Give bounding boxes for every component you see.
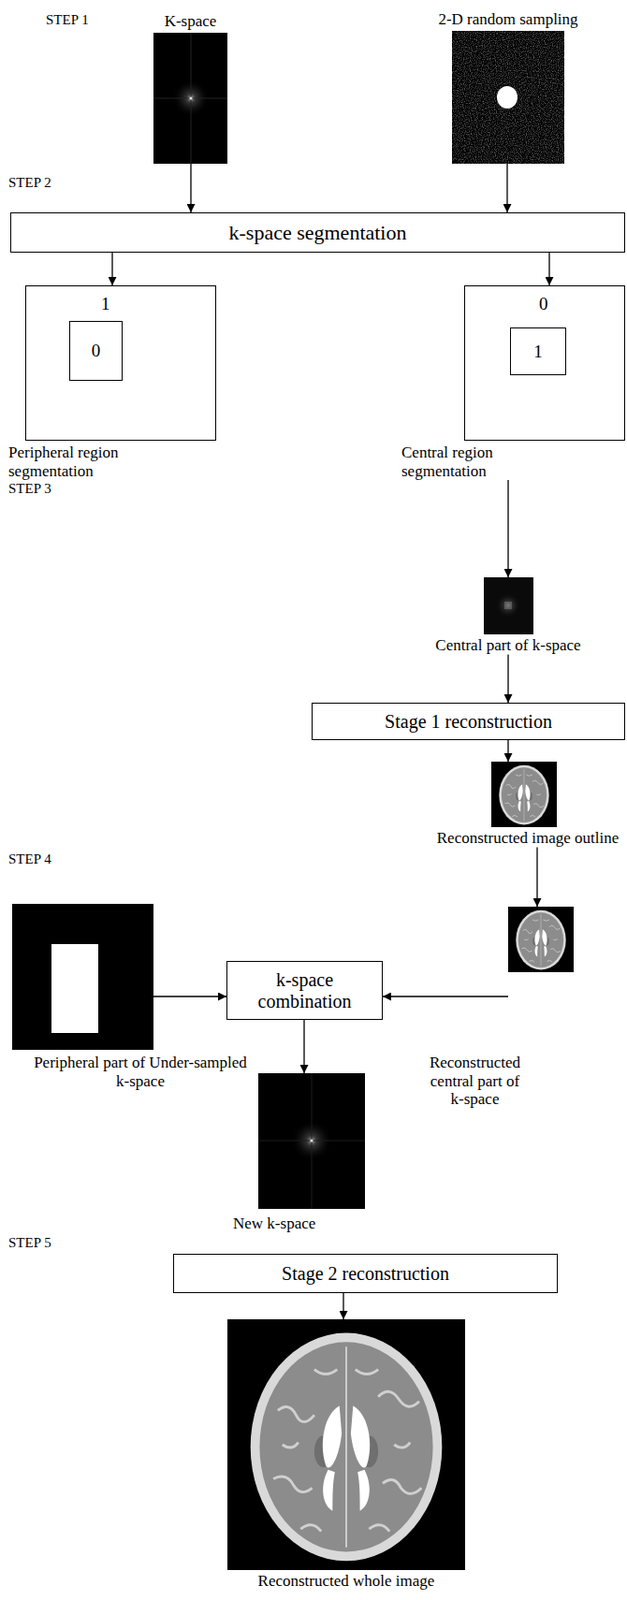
box-label: Stage 2 reconstruction: [281, 1263, 450, 1285]
flow-arrow: [507, 740, 509, 762]
undersampled-periphery-picture: [12, 904, 154, 1050]
sampling-mask-picture: [452, 30, 565, 164]
box-outline: k-space combination: [226, 961, 383, 1021]
image-frame: [258, 1073, 365, 1210]
box-label: k-space combination: [244, 969, 366, 1013]
mask-region-box: 0: [69, 320, 123, 381]
flow-arrow: [507, 480, 509, 578]
image-frame: [153, 32, 228, 164]
flow-arrow: [507, 655, 509, 703]
mask-region-box: 1: [510, 327, 567, 376]
process-box: k-space combination: [226, 961, 383, 1021]
mask-value: 1: [101, 293, 111, 315]
kspace-image: Central part of k-space: [483, 577, 534, 656]
kspace-image: New k-space: [258, 1073, 365, 1234]
caption: Peripheral region segmentation: [8, 443, 149, 481]
flow-arrow: [548, 252, 550, 286]
flow-arrow: [342, 1293, 344, 1320]
box-outline: 1: [510, 327, 567, 376]
label-slot: STEP 2: [8, 174, 52, 191]
mask-value: 0: [539, 293, 549, 315]
box-outline: Stage 1 reconstruction: [311, 702, 626, 741]
box-label: 0: [91, 340, 102, 362]
kspace-picture: [258, 1073, 365, 1210]
brain-picture: [491, 761, 557, 828]
flow-arrow: [536, 847, 538, 907]
caption: Peripheral part of Under-sampled k-space: [28, 1053, 253, 1091]
brain-image: Reconstructed image outline: [491, 761, 557, 848]
image-frame: [12, 904, 154, 1050]
image-frame: [483, 577, 534, 635]
process-box: k-space segmentation: [10, 212, 626, 253]
caption: Central part of k-space: [419, 636, 598, 656]
central-kspace-picture: [483, 577, 534, 635]
flow-arrow: [111, 252, 113, 286]
brain-picture: [227, 1319, 466, 1571]
flow-arrow: [382, 995, 509, 997]
flow-arrow: [303, 1020, 305, 1074]
box-label: 1: [533, 341, 543, 363]
box-outline: Stage 2 reconstruction: [173, 1254, 558, 1294]
sampling-mask-image: 2-D random sampling: [452, 10, 565, 164]
caption: New k-space: [233, 1214, 346, 1234]
brain-picture: [508, 906, 574, 973]
step-label: STEP 5: [8, 1235, 52, 1252]
step-label: STEP 4: [8, 851, 52, 868]
caption: Reconstructed whole image: [233, 1572, 459, 1591]
flow-arrow: [153, 995, 227, 997]
flow-arrow: [189, 163, 191, 213]
image-frame: [452, 30, 565, 164]
segmentation-mask: 1Peripheral region segmentation0: [25, 285, 217, 481]
step-label: STEP 2: [8, 174, 52, 191]
label-slot: STEP 4: [8, 851, 52, 868]
caption: Reconstructed central part of k-space: [425, 1053, 525, 1109]
flow-arrow: [506, 163, 508, 213]
image-frame: [227, 1319, 466, 1571]
label-slot: STEP 1: [45, 12, 89, 29]
label-slot: STEP 5: [8, 1235, 52, 1252]
image-frame: [491, 761, 557, 828]
process-box: Stage 1 reconstruction: [311, 702, 626, 741]
process-box: Stage 2 reconstruction: [173, 1254, 558, 1294]
image-frame: [508, 906, 574, 973]
box-label: Stage 1 reconstruction: [384, 711, 553, 733]
caption: Central region segmentation: [401, 443, 542, 481]
kspace-picture: [153, 32, 228, 164]
kspace-image: Peripheral part of Under-sampled k-space: [12, 904, 154, 1091]
caption: 2-D random sampling: [428, 10, 588, 30]
step-label: STEP 1: [45, 12, 89, 29]
step-label: STEP 3: [8, 481, 52, 497]
box-label: k-space segmentation: [229, 220, 408, 245]
segmentation-mask: 0Central region segmentation1: [464, 285, 626, 481]
brain-image: Reconstructed whole image: [227, 1319, 466, 1591]
box-outline: k-space segmentation: [10, 212, 626, 253]
caption: K-space: [131, 12, 250, 31]
box-outline: 0: [69, 320, 123, 381]
brain-image: Reconstructed central part of k-space: [508, 906, 574, 1109]
label-slot: STEP 3: [8, 481, 52, 497]
caption: Reconstructed image outline: [432, 829, 624, 848]
kspace-image: K-space: [153, 12, 228, 164]
